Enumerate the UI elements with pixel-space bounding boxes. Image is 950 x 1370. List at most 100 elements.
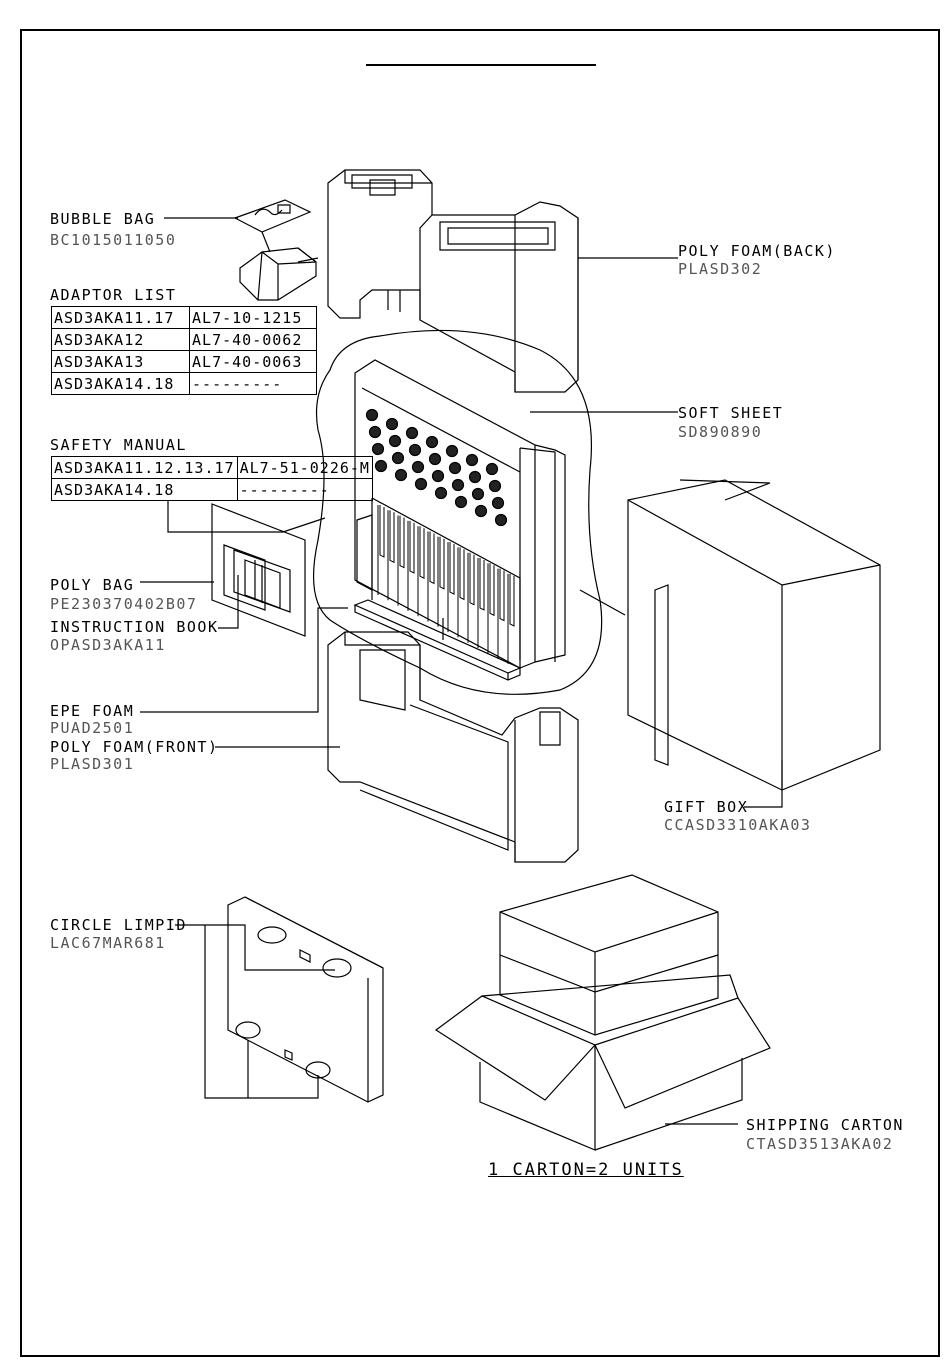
table-cell: ASD3AKA13 xyxy=(50,350,191,373)
poly-foam-front-code: PLASD301 xyxy=(50,755,135,773)
shipping-carton-label: SHIPPING CARTON xyxy=(746,1116,904,1134)
controller-knobs xyxy=(365,408,508,527)
key xyxy=(497,568,505,659)
knob xyxy=(448,461,462,475)
table-cell: --------- xyxy=(189,372,317,395)
circle-limpid-label: CIRCLE LIMPID xyxy=(50,916,187,934)
knob xyxy=(374,459,388,473)
knob xyxy=(405,426,419,440)
table-cell: --------- xyxy=(236,478,373,501)
knob xyxy=(445,444,459,458)
epe-foam-code: PUAD2501 xyxy=(50,719,135,737)
key xyxy=(457,547,465,638)
soft-sheet-code: SD890890 xyxy=(678,423,763,441)
knob xyxy=(471,487,485,501)
table-cell: ASD3AKA12 xyxy=(50,328,191,351)
soft-sheet-label: SOFT SHEET xyxy=(678,404,784,422)
table-cell: ASD3AKA11.12.13.17 xyxy=(51,456,238,479)
key xyxy=(407,520,415,611)
bubble-bag-part xyxy=(233,199,312,233)
poly-bag-part xyxy=(211,503,306,637)
key xyxy=(387,510,395,601)
safety-manual-label: SAFETY MANUAL xyxy=(50,436,187,454)
knob xyxy=(414,477,428,491)
key xyxy=(447,542,455,633)
shipping-carton-part xyxy=(434,874,771,1151)
table-cell: ASD3AKA11.17 xyxy=(50,306,191,329)
key xyxy=(427,531,435,622)
knob xyxy=(474,504,488,518)
key xyxy=(477,558,485,648)
gift-box-code: CCASD3310AKA03 xyxy=(664,816,812,834)
gift-box-part xyxy=(627,479,881,791)
knob xyxy=(394,468,408,482)
poly-foam-front-label: POLY FOAM(FRONT) xyxy=(50,738,219,756)
knob xyxy=(365,408,379,422)
knob xyxy=(408,443,422,457)
knob xyxy=(428,452,442,466)
key xyxy=(467,552,475,643)
knob xyxy=(451,478,465,492)
knob xyxy=(371,442,385,456)
table-cell: AL7-40-0063 xyxy=(189,350,317,373)
knob xyxy=(488,479,502,493)
knob xyxy=(425,435,439,449)
key xyxy=(507,573,515,664)
key xyxy=(437,536,445,627)
poly-bag-code: PE230370402B07 xyxy=(50,595,198,613)
poly-bag-label: POLY BAG xyxy=(50,576,135,594)
circle-limpid-part xyxy=(227,896,384,1103)
epe-foam-part xyxy=(353,599,522,681)
knob xyxy=(468,470,482,484)
knob xyxy=(494,513,508,527)
knob xyxy=(465,453,479,467)
key xyxy=(417,526,425,617)
table-cell: AL7-10-1215 xyxy=(189,306,317,329)
key xyxy=(377,505,385,595)
soft-sheet-outline xyxy=(313,329,603,695)
knob xyxy=(391,451,405,465)
epe-foam-label: EPE FOAM xyxy=(50,702,135,720)
shipping-carton-code: CTASD3513AKA02 xyxy=(746,1135,894,1153)
instruction-book-code: OPASD3AKA11 xyxy=(50,636,166,654)
poly-foam-back-code: PLASD302 xyxy=(678,260,763,278)
bubble-bag-label: BUBBLE BAG xyxy=(50,210,156,228)
table-cell: AL7-51-0226-M xyxy=(236,456,373,479)
gift-box-label: GIFT BOX xyxy=(664,798,749,816)
controller-keys xyxy=(377,505,515,664)
leader-lines xyxy=(140,217,783,1125)
knob xyxy=(454,495,468,509)
table-row: ASD3AKA14.18--------- xyxy=(50,372,317,395)
instruction-book-label: INSTRUCTION BOOK xyxy=(50,618,219,636)
table-row: ASD3AKA14.18--------- xyxy=(51,478,373,501)
key xyxy=(487,563,495,654)
poly-foam-back-part xyxy=(327,169,579,393)
key xyxy=(397,515,405,606)
knob xyxy=(491,496,505,510)
knob xyxy=(485,462,499,476)
small-box-part xyxy=(239,247,317,301)
knob xyxy=(411,460,425,474)
table-cell: AL7-40-0062 xyxy=(189,328,317,351)
drawing-frame xyxy=(20,29,940,1357)
carton-units-note: 1 CARTON=2 UNITS xyxy=(488,1160,684,1180)
knob xyxy=(434,486,448,500)
circle-limpid-code: LAC67MAR681 xyxy=(50,934,166,952)
table-cell: ASD3AKA14.18 xyxy=(50,372,191,395)
table-cell: ASD3AKA14.18 xyxy=(51,478,238,501)
knob xyxy=(388,434,402,448)
bubble-bag-code: BC1015011050 xyxy=(50,231,177,249)
knob xyxy=(385,417,399,431)
knob xyxy=(368,425,382,439)
poly-foam-front-part xyxy=(327,631,579,863)
poly-foam-back-label: POLY FOAM(BACK) xyxy=(678,242,836,260)
keyboard-controller-part xyxy=(354,359,566,669)
title-underline xyxy=(366,64,596,66)
